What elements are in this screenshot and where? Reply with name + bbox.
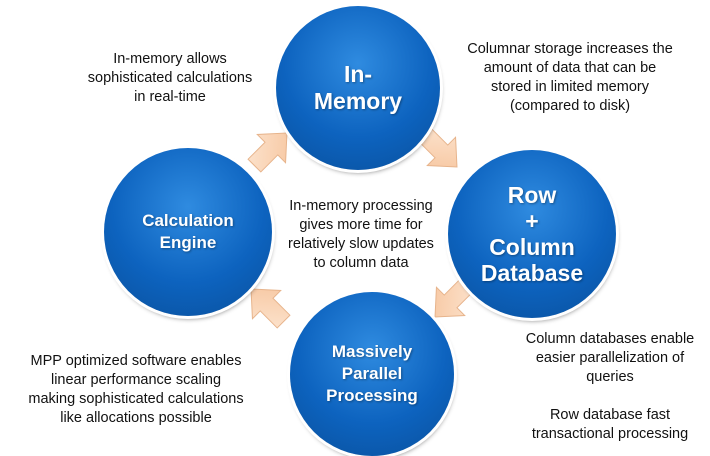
center-note: In-memory processing gives more time for… [268,197,454,273]
center-note-line-3: relatively slow updates [288,236,434,252]
row-db-note-line-2: transactional processing [531,426,689,442]
arrow-memory-to-row [417,127,458,168]
calc-engine-line-1: Calculation [142,211,234,230]
column-db-note-line-1: Column databases enable [525,331,695,347]
arrow-calc-to-memory [247,132,288,173]
mpp-note-line-1: MPP optimized software enables [30,353,242,369]
calculation-engine-circle: Calculation Engine [104,148,272,316]
calc-engine-line-2: Engine [159,233,217,252]
center-note-line-2: gives more time for [299,217,423,233]
in-memory-note-line-2: sophisticated calculations [87,70,253,86]
mpp-note-line-2: linear performance scaling [50,372,222,388]
columnar-note-line-1: Columnar storage increases the [467,41,673,57]
columnar-note-line-4: (compared to disk) [509,98,631,114]
massively-parallel-processing-circle: Massively Parallel Processing [290,292,454,456]
center-note-line-1: In-memory processing [289,198,433,214]
mpp-line-1: Massively [331,342,413,361]
mpp-note: MPP optimized software enables linear pe… [2,352,270,428]
in-memory-line-2: Memory [313,88,403,114]
column-db-note: Column databases enable easier paralleli… [498,330,710,387]
row-column-line-4: Database [480,260,584,286]
row-column-line-3: Column [489,234,575,260]
in-memory-circle: In- Memory [276,6,440,170]
mpp-note-line-3: making sophisticated calculations [28,391,244,407]
in-memory-note: In-memory allows sophisticated calculati… [50,50,290,107]
row-column-line-1: Row [507,182,557,208]
mpp-line-3: Processing [326,386,418,405]
columnar-note-line-3: stored in limited memory [491,79,649,95]
mpp-line-2: Parallel [341,364,403,383]
columnar-storage-note: Columnar storage increases the amount of… [438,40,702,116]
in-memory-note-line-3: in real-time [134,89,206,105]
center-note-line-4: to column data [313,255,409,271]
columnar-note-line-2: amount of data that can be [483,60,657,76]
column-db-note-line-3: queries [586,369,634,385]
column-db-note-line-2: easier parallelization of [535,350,685,366]
row-column-database-circle: Row + Column Database [448,150,616,318]
arrow-row-to-mpp [434,277,475,318]
row-db-note-line-1: Row database fast [549,407,671,423]
in-memory-line-1: In- [343,61,373,87]
mpp-note-line-4: like allocations possible [60,410,212,426]
row-column-line-2: + [525,208,539,234]
in-memory-note-line-1: In-memory allows [113,51,227,67]
arrow-mpp-to-calc [250,288,291,329]
row-db-note: Row database fast transactional processi… [510,406,710,444]
